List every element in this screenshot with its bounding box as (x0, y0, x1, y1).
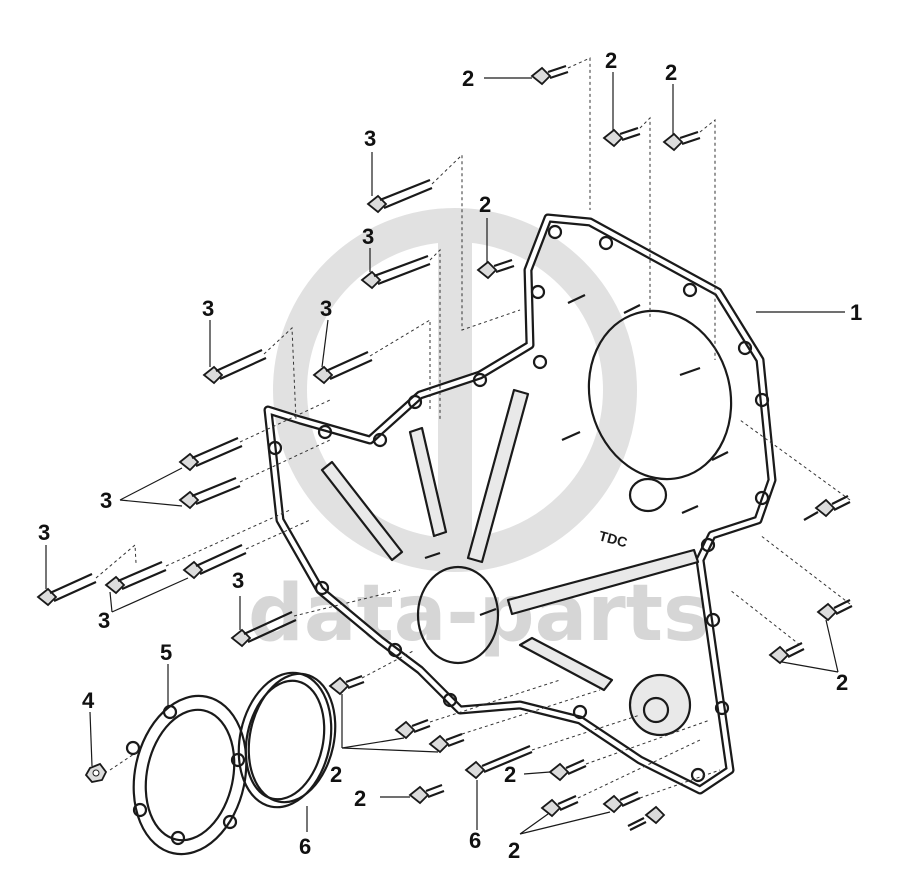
callout-3: 3 (38, 520, 50, 545)
callout-4: 4 (82, 688, 95, 713)
seal-housing (125, 694, 248, 856)
short-bolt-1 (530, 64, 569, 86)
front-seal (237, 671, 337, 809)
short-bolt-8 (328, 674, 365, 696)
front-cover-gasket (263, 213, 777, 795)
callout-3: 3 (364, 126, 376, 151)
short-bolt-13 (548, 758, 587, 782)
short-bolt-5 (803, 495, 851, 521)
short-bolt-7 (768, 642, 805, 665)
short-bolt-2 (602, 126, 641, 148)
leader-lines (45, 72, 845, 835)
callout-3: 3 (98, 608, 110, 633)
long-bolt-1 (366, 178, 433, 214)
short-bolt-9 (394, 718, 431, 740)
long-bolt-3 (202, 348, 267, 385)
long-bolt-5 (178, 436, 243, 472)
front-cover: TDC (320, 294, 733, 737)
short-bolts (328, 64, 853, 831)
callout-2: 2 (462, 66, 474, 91)
short-bolt-4 (476, 258, 515, 280)
callout-2: 2 (836, 670, 848, 695)
short-bolt-10 (428, 732, 465, 754)
callouts: 1 2 2 2 2 2 2 2 2 2 3 3 3 3 3 3 3 3 4 5 … (38, 48, 862, 863)
callout-3: 3 (202, 296, 214, 321)
nut (84, 762, 108, 783)
long-bolt-4 (312, 350, 373, 385)
svg-text:TDC: TDC (597, 527, 629, 550)
short-bolt-11 (408, 783, 445, 805)
long-bolt-9 (182, 543, 247, 580)
callout-3: 3 (232, 568, 244, 593)
long-bolt-2 (360, 254, 431, 290)
callout-3: 3 (100, 488, 112, 513)
short-bolt-3 (662, 130, 701, 152)
long-bolt-8 (104, 560, 167, 595)
callout-2: 2 (508, 838, 520, 863)
callout-2: 2 (605, 48, 617, 73)
callout-1: 1 (850, 300, 862, 325)
watermark: data-parts (248, 208, 709, 659)
callout-2: 2 (330, 762, 342, 787)
alignment-lines (95, 57, 851, 799)
callout-2: 2 (665, 60, 677, 85)
short-bolt-6 (816, 599, 853, 622)
callout-3: 3 (362, 224, 374, 249)
long-bolts (36, 178, 433, 648)
callout-2: 2 (504, 762, 516, 787)
short-bolt-12 (464, 744, 533, 780)
callout-2: 2 (479, 192, 491, 217)
long-bolt-6 (178, 476, 241, 510)
short-bolt-14 (540, 794, 579, 818)
callout-2: 2 (354, 786, 366, 811)
short-bolt-15 (602, 790, 641, 814)
long-bolt-7 (36, 572, 97, 607)
callout-6: 6 (469, 828, 481, 853)
long-bolt-10 (230, 611, 297, 648)
short-bolt-16 (627, 805, 666, 831)
callout-5: 5 (160, 640, 172, 665)
callout-3: 3 (320, 296, 332, 321)
callout-6: 6 (299, 834, 311, 859)
